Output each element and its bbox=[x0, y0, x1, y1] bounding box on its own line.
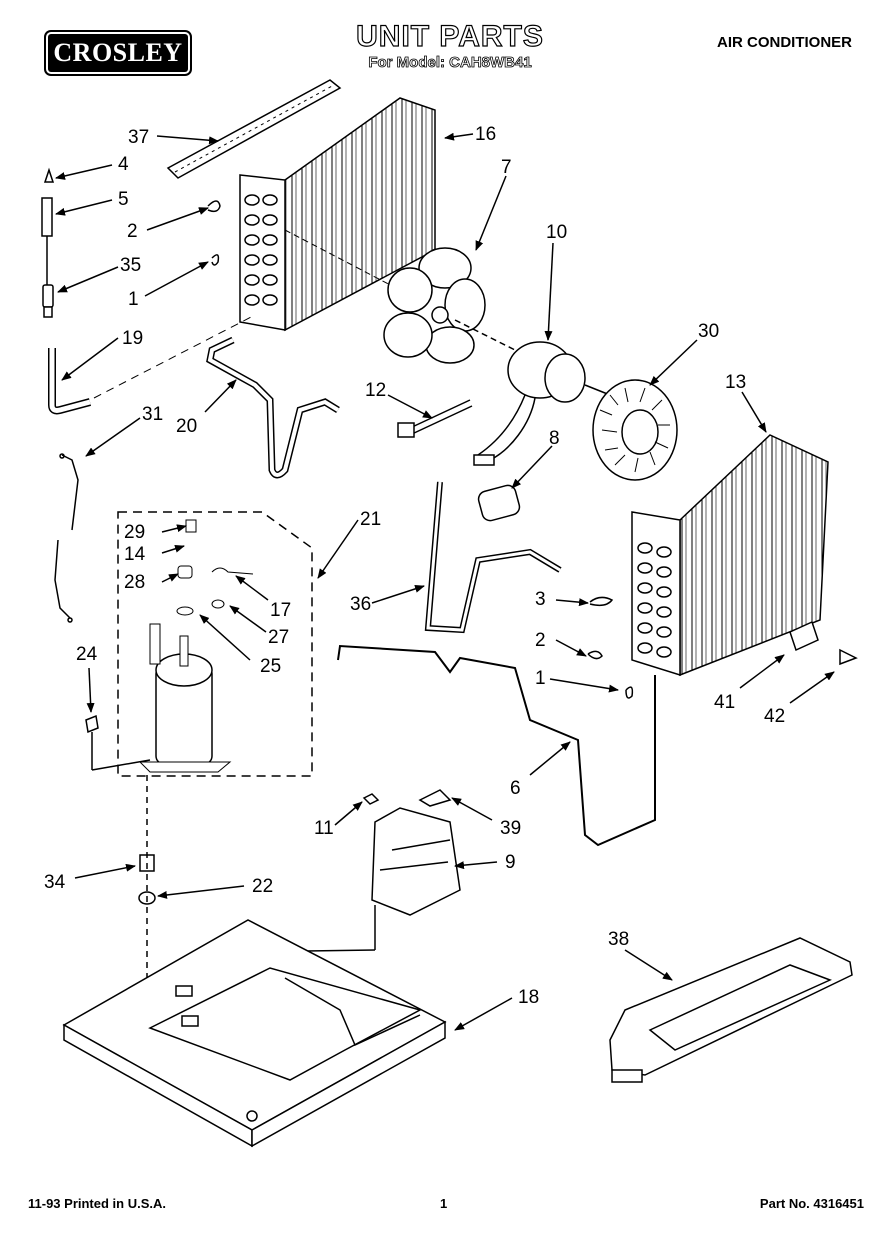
blower-wheel bbox=[592, 379, 678, 481]
callout-8: 8 bbox=[549, 428, 560, 449]
callout-22: 22 bbox=[252, 876, 273, 897]
callout-1-right: 1 bbox=[535, 668, 546, 689]
page-title: UNIT PARTS bbox=[356, 19, 544, 53]
callout-14: 14 bbox=[124, 544, 146, 565]
control-bracket bbox=[239, 789, 461, 953]
part-number: Part No. 4316451 bbox=[759, 1196, 864, 1211]
callout-38: 38 bbox=[608, 929, 629, 950]
callout-41: 41 bbox=[714, 692, 735, 713]
control-wire-connector bbox=[397, 399, 473, 438]
callout-12: 12 bbox=[365, 380, 386, 401]
callout-20: 20 bbox=[176, 416, 197, 437]
callout-5: 5 bbox=[118, 189, 129, 210]
evaporator-bracket bbox=[789, 620, 858, 666]
capillary-tube bbox=[337, 644, 656, 847]
product-category: AIR CONDITIONER bbox=[717, 34, 852, 51]
callout-36: 36 bbox=[350, 594, 371, 615]
front-panel bbox=[609, 937, 853, 1083]
brand-name: CROSLEY bbox=[53, 38, 183, 67]
callout-35: 35 bbox=[120, 255, 141, 276]
callout-21: 21 bbox=[360, 509, 381, 530]
clip-set-left bbox=[207, 200, 221, 266]
print-info: 11-93 Printed in U.S.A. bbox=[28, 1196, 166, 1211]
page-number: 1 bbox=[440, 1196, 448, 1211]
callout-24: 24 bbox=[76, 644, 98, 665]
callout-19: 19 bbox=[122, 328, 143, 349]
evaporator-coil bbox=[631, 434, 829, 677]
power-cord bbox=[54, 453, 79, 623]
callout-27: 27 bbox=[268, 627, 289, 648]
callout-39: 39 bbox=[500, 818, 521, 839]
callout-30: 30 bbox=[698, 321, 719, 342]
callout-9: 9 bbox=[505, 852, 516, 873]
callout-labels: 37 16 4 5 7 2 35 1 10 19 30 13 12 31 20 … bbox=[44, 124, 785, 1008]
callout-1-left: 1 bbox=[128, 289, 139, 310]
top-bracket-strip bbox=[166, 79, 342, 179]
callout-25: 25 bbox=[260, 656, 281, 677]
callout-34: 34 bbox=[44, 872, 66, 893]
clip-set-right bbox=[587, 596, 634, 699]
callout-6: 6 bbox=[510, 778, 521, 799]
callout-28: 28 bbox=[124, 572, 145, 593]
compressor-assembly bbox=[117, 511, 313, 777]
callout-arrows bbox=[55, 132, 835, 1031]
callout-11: 11 bbox=[314, 818, 334, 839]
fan-blade bbox=[383, 247, 486, 364]
callout-2-left: 2 bbox=[127, 221, 138, 242]
fan-motor bbox=[454, 319, 611, 466]
callout-37: 37 bbox=[128, 127, 149, 148]
model-subtitle: For Model: CAH8WB41 bbox=[368, 54, 532, 72]
callout-29: 29 bbox=[124, 522, 145, 543]
thermostat-parts bbox=[41, 167, 92, 415]
callout-3: 3 bbox=[535, 589, 546, 610]
insulation-foam bbox=[477, 484, 521, 522]
callout-2-right: 2 bbox=[535, 630, 546, 651]
callout-17: 17 bbox=[270, 600, 291, 621]
callout-18: 18 bbox=[518, 987, 539, 1008]
callout-4: 4 bbox=[118, 154, 129, 175]
crosley-logo: CROSLEY bbox=[48, 34, 188, 72]
callout-10: 10 bbox=[546, 222, 567, 243]
condenser-coil bbox=[239, 97, 436, 332]
callout-31: 31 bbox=[142, 404, 163, 425]
callout-13: 13 bbox=[725, 372, 746, 393]
callout-42: 42 bbox=[764, 706, 785, 727]
refrigerant-tube bbox=[206, 336, 340, 479]
base-pan bbox=[62, 919, 447, 1148]
callout-16: 16 bbox=[475, 124, 496, 145]
callout-7: 7 bbox=[501, 157, 512, 178]
